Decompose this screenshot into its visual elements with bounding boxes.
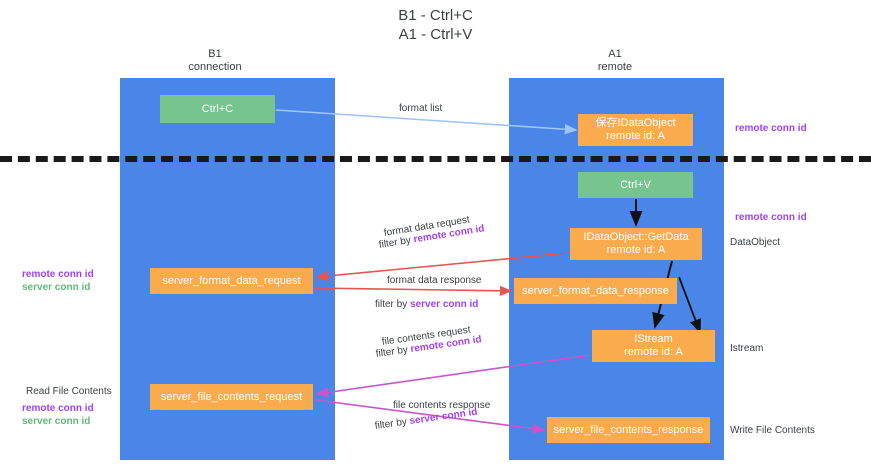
column-header-b1: B1 connection [188, 48, 242, 73]
node-istream[interactable]: IStream remote id: A [592, 330, 715, 362]
annotation-keys-bottom: remote conn id server conn id [22, 402, 94, 428]
annotation-remote-conn-id-mid: remote conn id [735, 212, 807, 223]
node-ctrl-c[interactable]: Ctrl+C [160, 95, 275, 123]
annotation-server-conn-id: server conn id [22, 416, 91, 427]
annotation-remote-conn-id-top: remote conn id [735, 123, 807, 134]
filter-key-server-conn-id: server conn id [410, 299, 479, 310]
annotation-read-file-contents: Read File Contents [26, 386, 112, 397]
node-getdata[interactable]: IDataObject::GetData remote id: A [570, 228, 702, 260]
annotation-server-conn-id: server conn id [22, 282, 91, 293]
column-header-a1: A1 remote [597, 48, 633, 73]
filter-prefix: filter by [374, 416, 411, 432]
edge-filter-format-data-response: filter by server conn id [375, 298, 478, 312]
filter-prefix: filter by [375, 299, 411, 310]
edge-format-data-response [314, 285, 513, 296]
node-file-contents-request[interactable]: server_file_contents_request [150, 384, 313, 410]
edge-label-format-list: format list [399, 103, 443, 114]
filter-prefix: filter by [375, 344, 412, 360]
edge-label-file-contents-response: file contents response [393, 400, 491, 411]
annotation-istream: Istream [730, 343, 764, 354]
annotation-write-file-contents: Write File Contents [730, 425, 815, 436]
page-title: B1 - Ctrl+C A1 - Ctrl+V [398, 7, 473, 43]
node-file-contents-response[interactable]: server_file_contents_response [547, 417, 710, 443]
node-format-data-request[interactable]: server_format_data_request [150, 268, 313, 294]
node-ctrl-v[interactable]: Ctrl+V [578, 172, 693, 198]
edge-label-format-data-response: format data response [387, 275, 482, 286]
annotation-remote-conn-id: remote conn id [22, 403, 94, 414]
annotation-remote-conn-id: remote conn id [22, 269, 94, 280]
annotation-dataobject: DataObject [730, 237, 781, 248]
node-save-idataobject[interactable]: 保存IDataObject remote id: A [578, 114, 693, 146]
phase-divider [0, 156, 871, 162]
annotation-keys-middle: remote conn id server conn id [22, 268, 94, 294]
node-format-data-response[interactable]: server_format_data_response [514, 278, 677, 304]
